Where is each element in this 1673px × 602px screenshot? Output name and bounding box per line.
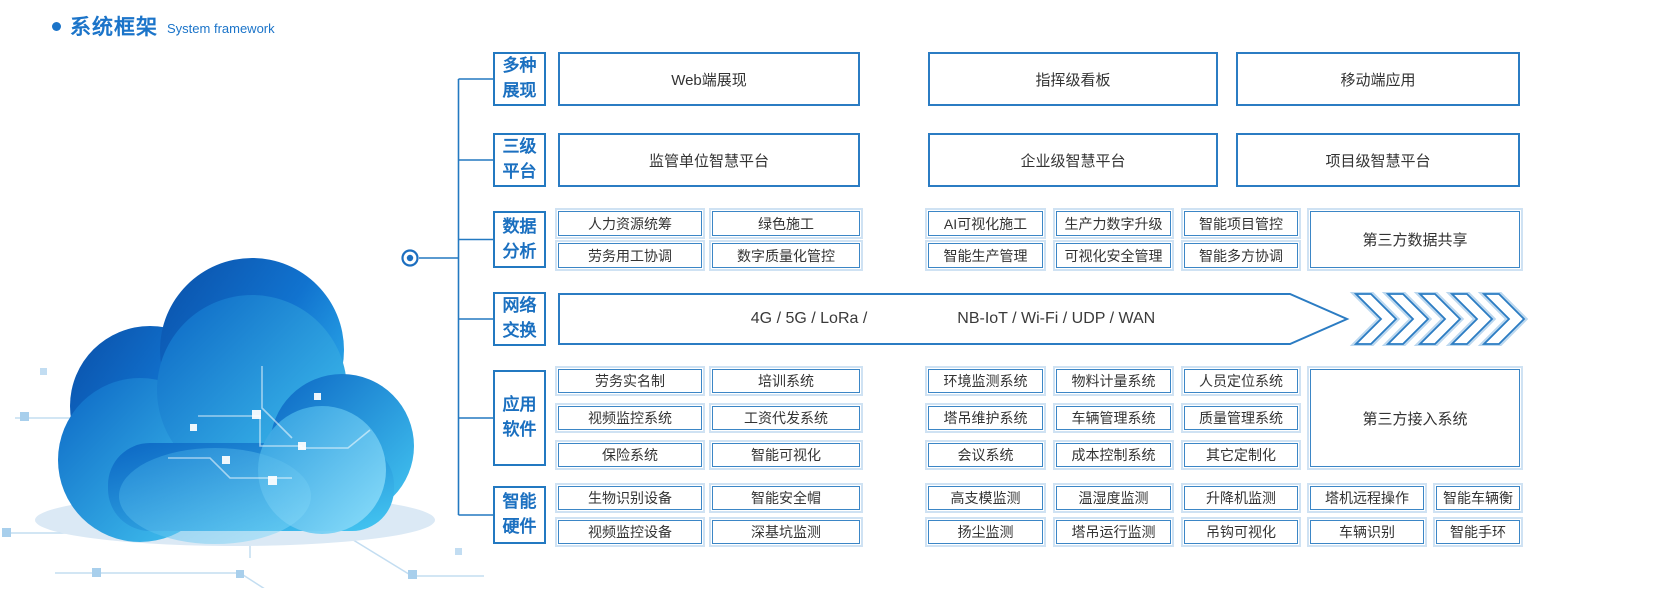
diagram-box: 会议系统 (928, 443, 1043, 467)
application-row-1: 劳务实名制 培训系统 环境监测系统 物料计量系统 人员定位系统 (558, 369, 1310, 393)
third-party-data-box: 第三方数据共享 (1310, 211, 1520, 268)
diagram-box: 高支模监测 (928, 486, 1043, 510)
network-protocols-right: NB-IoT / Wi-Fi / UDP / WAN (957, 310, 1156, 327)
diagram-box: 智能生产管理 (928, 243, 1043, 268)
diagram-box: 指挥级看板 (928, 52, 1218, 106)
diagram-box: 工资代发系统 (712, 406, 860, 430)
diagram-box: 成本控制系统 (1056, 443, 1171, 467)
network-protocols-left: 4G / 5G / LoRa / (750, 310, 868, 327)
diagram-box: 培训系统 (712, 369, 860, 393)
diagram-box: 保险系统 (558, 443, 702, 467)
diagram-box: 人力资源统筹 (558, 211, 702, 236)
diagram-box: 智能可视化 (712, 443, 860, 467)
diagram-box: 视频监控设备 (558, 520, 702, 544)
diagram-box: 塔吊维护系统 (928, 406, 1043, 430)
hardware-row-1: 生物识别设备 智能安全帽 高支模监测 温湿度监测 升降机监测 塔机远程操作 智能… (558, 486, 1520, 510)
hardware-section: 生物识别设备 智能安全帽 高支模监测 温湿度监测 升降机监测 塔机远程操作 智能… (558, 486, 1520, 544)
application-section: 劳务实名制 培训系统 环境监测系统 物料计量系统 人员定位系统 视频监控系统 工… (558, 369, 1520, 467)
diagram-box: 人员定位系统 (1184, 369, 1298, 393)
hardware-row-2: 视频监控设备 深基坑监测 扬尘监测 塔吊运行监测 吊钩可视化 车辆识别 智能手环 (558, 520, 1520, 544)
flow-chevrons-icon (1349, 292, 1529, 346)
diagram-box: 劳务实名制 (558, 369, 702, 393)
diagram-box: 深基坑监测 (712, 520, 860, 544)
data-analysis-row-2: 劳务用工协调 数字质量化管控 智能生产管理 可视化安全管理 智能多方协调 (558, 243, 1310, 268)
title-zh: 系统框架 (70, 16, 158, 39)
diagram-box: 温湿度监测 (1056, 486, 1171, 510)
bullet-dot-icon (52, 21, 61, 31)
diagram-box: 数字质量化管控 (712, 243, 860, 268)
diagram-box: 升降机监测 (1184, 486, 1298, 510)
diagram-box: 监管单位智慧平台 (558, 133, 860, 187)
network-arrow (558, 292, 1529, 346)
diagram-box: 质量管理系统 (1184, 406, 1298, 430)
section-label-network: 网络 交换 (493, 292, 546, 346)
title-en: System framework (167, 20, 275, 36)
diagram-box: 移动端应用 (1236, 52, 1520, 106)
diagram-box: 项目级智慧平台 (1236, 133, 1520, 187)
third-party-access-box: 第三方接入系统 (1310, 369, 1520, 467)
network-protocols: 4G / 5G / LoRa / NB-IoT / Wi-Fi / UDP / … (558, 292, 1348, 346)
diagram-box: 车辆识别 (1310, 520, 1424, 544)
section-label-hardware: 智能 硬件 (493, 486, 546, 544)
diagram-box: AI可视化施工 (928, 211, 1043, 236)
diagram-box: 扬尘监测 (928, 520, 1043, 544)
application-row-2: 视频监控系统 工资代发系统 塔吊维护系统 车辆管理系统 质量管理系统 (558, 406, 1310, 430)
diagram-box: 劳务用工协调 (558, 243, 702, 268)
diagram-box: 塔机远程操作 (1310, 486, 1424, 510)
diagram-box: 生物识别设备 (558, 486, 702, 510)
diagram-box: 吊钩可视化 (1184, 520, 1298, 544)
diagram-box: 物料计量系统 (1056, 369, 1171, 393)
diagram-box: 绿色施工 (712, 211, 860, 236)
diagram-box: 智能车辆衡 (1436, 486, 1520, 510)
diagram-box: 环境监测系统 (928, 369, 1043, 393)
diagram-box: 生产力数字升级 (1056, 211, 1171, 236)
platform-row: 监管单位智慧平台 企业级智慧平台 项目级智慧平台 (558, 133, 1520, 187)
section-label-platform: 三级 平台 (493, 133, 546, 187)
smart-cloud-graphic (0, 118, 500, 592)
diagram-box: 智能安全帽 (712, 486, 860, 510)
diagram-box: 其它定制化 (1184, 443, 1298, 467)
diagram-box: 智能项目管控 (1184, 211, 1298, 236)
application-row-3: 保险系统 智能可视化 会议系统 成本控制系统 其它定制化 (558, 443, 1310, 467)
display-row: Web端展现 指挥级看板 移动端应用 (558, 52, 1520, 106)
section-label-display: 多种 展现 (493, 52, 546, 106)
data-analysis-row-1: 人力资源统筹 绿色施工 AI可视化施工 生产力数字升级 智能项目管控 (558, 211, 1310, 236)
data-analysis-section: 人力资源统筹 绿色施工 AI可视化施工 生产力数字升级 智能项目管控 劳务用工协… (558, 211, 1520, 268)
section-label-application: 应用 软件 (493, 370, 546, 466)
cloud-icon (2, 258, 484, 592)
diagram-box: 企业级智慧平台 (928, 133, 1218, 187)
diagram-box: 可视化安全管理 (1056, 243, 1171, 268)
diagram-box: 车辆管理系统 (1056, 406, 1171, 430)
page-title: 系统框架 System framework (52, 11, 275, 41)
diagram-box: 视频监控系统 (558, 406, 702, 430)
diagram-box: Web端展现 (558, 52, 860, 106)
diagram-box: 智能手环 (1436, 520, 1520, 544)
diagram-box: 智能多方协调 (1184, 243, 1298, 268)
diagram-box: 塔吊运行监测 (1056, 520, 1171, 544)
section-label-data: 数据 分析 (493, 211, 546, 268)
